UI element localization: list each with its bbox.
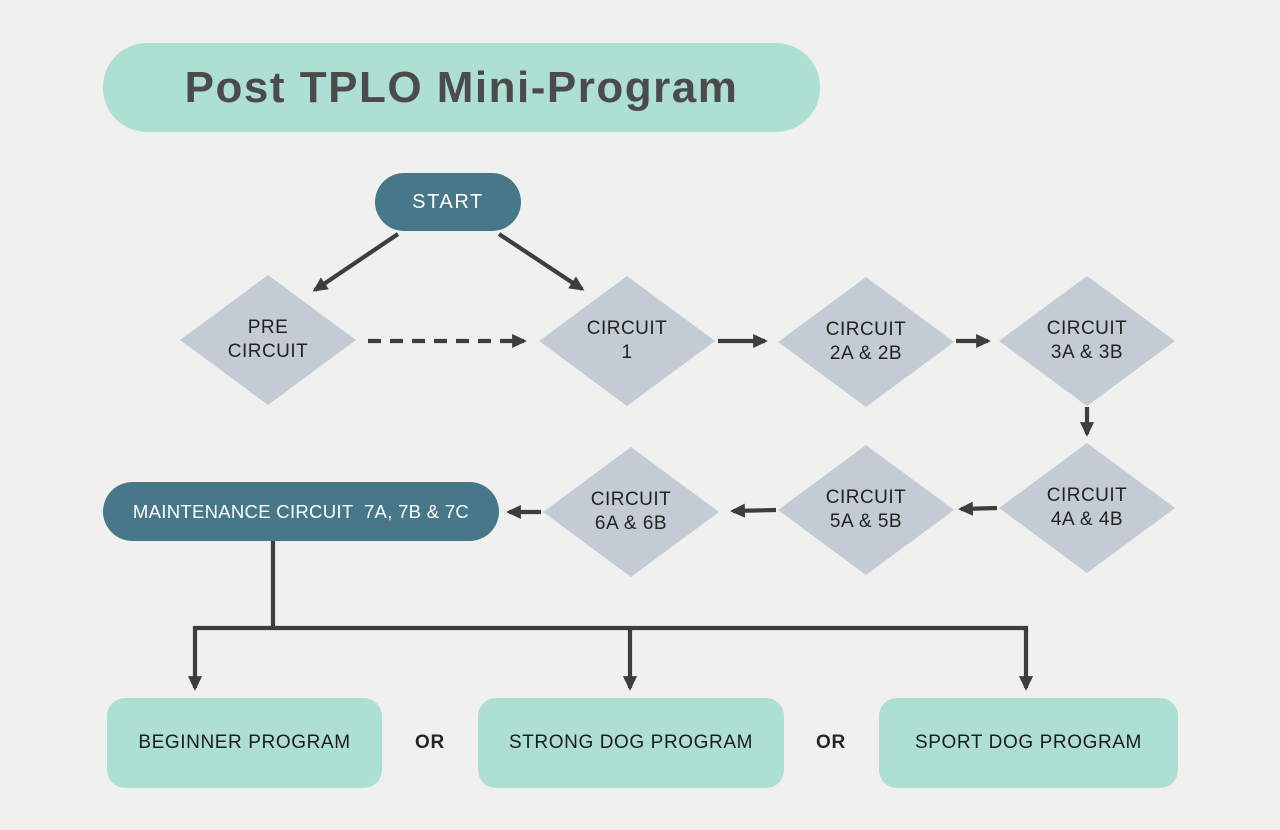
node-circuit-1-label: CIRCUIT 1 [586,318,668,363]
node-circuit-4a-4b-label: CIRCUIT 4A & 4B [1046,485,1128,530]
node-circuit-3a-3b: CIRCUIT 3A & 3B [999,276,1175,406]
node-circuit-1: CIRCUIT 1 [539,276,715,406]
node-start-label: START [412,190,484,213]
arrow-start-to-pre-circuit [312,232,400,292]
arrow-circuit-4-to-circuit-5 [958,501,998,516]
node-strong-dog-program: STRONG DOG PROGRAM [478,698,784,788]
node-beginner-program: BEGINNER PROGRAM [107,698,382,788]
node-circuit-5a-5b-label: CIRCUIT 5A & 5B [825,487,907,532]
or-label-1: OR [414,732,446,753]
node-circuit-2a-2b-label: CIRCUIT 2A & 2B [825,319,907,364]
node-pre-circuit: PRE CIRCUIT [180,275,356,405]
node-circuit-6a-6b-label: CIRCUIT 6A & 6B [590,489,672,534]
or-label-2: OR [815,732,847,753]
node-circuit-3a-3b-label: CIRCUIT 3A & 3B [1046,318,1128,363]
node-maintenance-circuit: MAINTENANCE CIRCUIT 7A, 7B & 7C [103,482,499,541]
arrow-circuit-5-to-circuit-6 [730,503,777,518]
node-circuit-2a-2b: CIRCUIT 2A & 2B [778,277,954,407]
node-sport-dog-program-label: SPORT DOG PROGRAM [915,732,1142,753]
node-start: START [375,173,521,231]
node-strong-dog-program-label: STRONG DOG PROGRAM [508,732,754,753]
node-beginner-program-label: BEGINNER PROGRAM [138,732,351,753]
node-sport-dog-program: SPORT DOG PROGRAM [879,698,1178,788]
title-banner: Post TPLO Mini-Program [103,43,820,132]
arrow-start-to-circuit-1 [497,232,585,291]
node-circuit-4a-4b: CIRCUIT 4A & 4B [999,443,1175,573]
node-maintenance-circuit-label: MAINTENANCE CIRCUIT 7A, 7B & 7C [132,500,470,522]
node-pre-circuit-label: PRE CIRCUIT [227,317,309,362]
node-circuit-5a-5b: CIRCUIT 5A & 5B [778,445,954,575]
page-title: Post TPLO Mini-Program [184,62,739,112]
node-circuit-6a-6b: CIRCUIT 6A & 6B [543,447,719,577]
